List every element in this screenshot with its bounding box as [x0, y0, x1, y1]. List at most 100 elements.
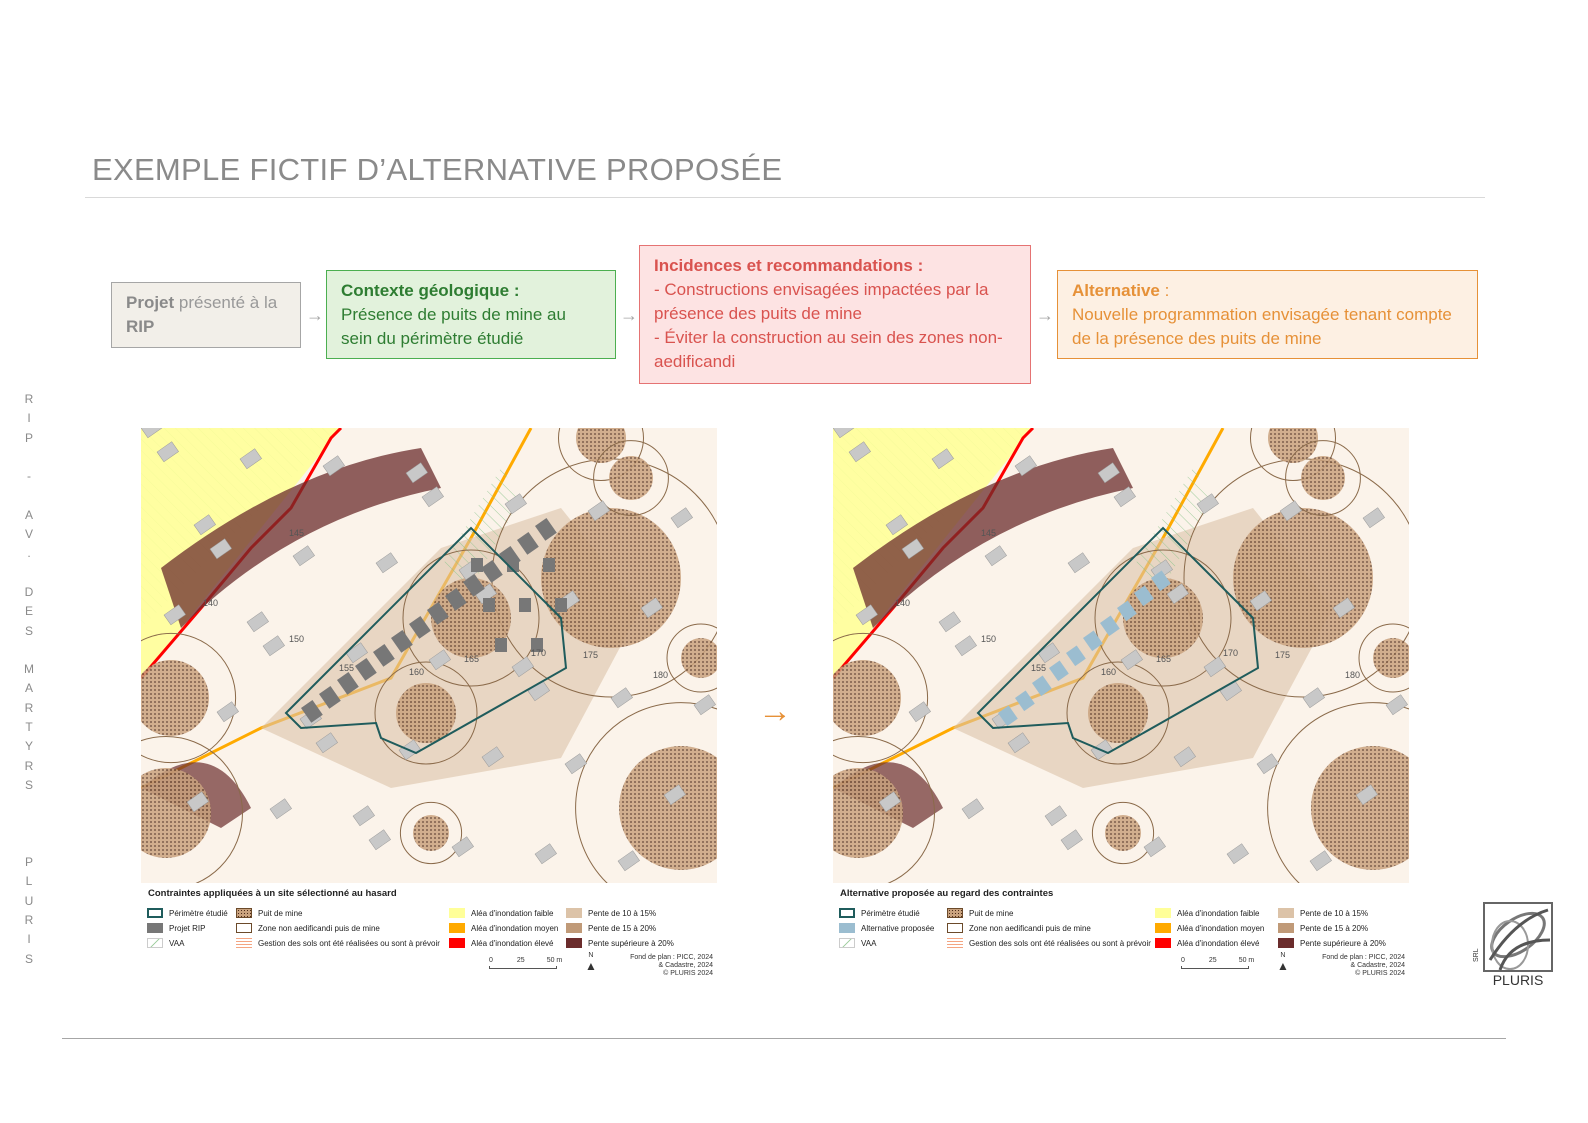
building — [421, 486, 444, 508]
non-aedificandi-zone — [1094, 549, 1232, 687]
non-aedificandi-zone — [399, 801, 463, 865]
legend-title: Contraintes appliquées à un site sélecti… — [148, 888, 397, 899]
contour-label: 155 — [1031, 663, 1046, 673]
building — [693, 694, 716, 716]
legend-item: Aléa d'inondation faible — [449, 908, 553, 918]
building — [262, 635, 285, 657]
project-building — [337, 671, 359, 695]
legend-title: Alternative proposée au regard des contr… — [840, 888, 1054, 899]
building — [901, 538, 924, 560]
project-building — [531, 638, 543, 652]
project-building — [355, 657, 377, 681]
project-building — [391, 629, 413, 653]
mine-shaft — [681, 638, 717, 678]
project-building — [471, 558, 483, 572]
sidebar-vertical-text: R I P - A V . D E S M A R T Y R S P L U … — [24, 392, 34, 966]
legend-swatch — [1155, 938, 1171, 948]
legend-item: Aléa d'inondation moyen — [449, 923, 558, 933]
north-arrow-icon: N▲ — [585, 952, 597, 973]
mine-shaft — [1301, 456, 1345, 500]
legend-swatch — [449, 923, 465, 933]
project-building — [507, 558, 519, 572]
contour-label: 175 — [583, 650, 598, 660]
project-building — [495, 638, 507, 652]
legend-label: Périmètre étudié — [169, 908, 228, 918]
project-building — [517, 531, 539, 555]
building — [954, 635, 977, 657]
map-credit: Fond de plan : PICC, 2024& Cadastre, 202… — [630, 954, 713, 977]
legend-label: Périmètre étudié — [861, 908, 920, 918]
building — [1226, 843, 1249, 865]
building — [481, 746, 504, 768]
contour-label: 150 — [289, 634, 304, 644]
building — [209, 538, 232, 560]
legend-swatch — [236, 938, 252, 948]
legend-swatch — [1278, 938, 1294, 948]
alternative-building — [997, 705, 1018, 727]
non-aedificandi-zone — [593, 440, 669, 516]
building — [405, 462, 428, 484]
perimeter-outline — [284, 526, 568, 755]
building — [1332, 597, 1355, 619]
building — [1302, 687, 1325, 709]
building — [1173, 746, 1196, 768]
mine-shaft — [396, 683, 456, 743]
legend-item: Puit de mine — [236, 908, 302, 918]
legend-item: Périmètre étudié — [839, 908, 920, 918]
legend-item: Pente supérieure à 20% — [1278, 938, 1386, 948]
legend-swatch — [1155, 908, 1171, 918]
building — [587, 500, 610, 522]
legend-swatch — [947, 938, 963, 948]
building — [1007, 732, 1030, 754]
mine-shaft — [619, 746, 717, 870]
non-aedificandi-zone — [1285, 440, 1361, 516]
legend-item: Gestion des sols ont été réalisées ou so… — [947, 938, 1151, 948]
alternative-building — [1049, 660, 1069, 682]
legend-swatch — [566, 923, 582, 933]
legend-item: VAA — [839, 938, 876, 948]
svg-text:SRL: SRL — [1473, 948, 1480, 962]
non-aedificandi-zone — [1358, 623, 1409, 693]
building — [1203, 656, 1226, 678]
legend-label: Pente de 15 à 20% — [588, 923, 657, 933]
building — [961, 798, 984, 820]
mine-shaft — [1311, 746, 1409, 870]
non-aedificandi-zone — [833, 632, 929, 764]
legend-label: VAA — [861, 938, 877, 948]
building — [368, 829, 391, 851]
legend-swatch — [147, 908, 163, 918]
legend-label: Pente supérieure à 20% — [588, 938, 674, 948]
contour-label: 180 — [1345, 670, 1360, 680]
legend-item: Alternative proposée — [839, 923, 934, 933]
legend-label: Gestion des sols ont été réalisées ou so… — [969, 938, 1151, 948]
legend-label: Pente de 10 à 15% — [588, 908, 657, 918]
contour-label: 165 — [1156, 654, 1171, 664]
project-building — [409, 615, 431, 639]
perimeter-outline — [976, 526, 1260, 755]
building — [878, 791, 901, 813]
non-aedificandi-zone — [1267, 702, 1409, 883]
legend-swatch — [839, 938, 855, 948]
building — [534, 843, 557, 865]
legend-label: Aléa d'inondation élevé — [1177, 938, 1260, 948]
legend-swatch — [147, 938, 163, 948]
building — [1044, 805, 1067, 827]
building — [511, 656, 534, 678]
mine-shaft — [576, 428, 626, 463]
legend-swatch — [449, 908, 465, 918]
building — [640, 597, 663, 619]
legend-item: Projet RIP — [147, 923, 205, 933]
legend-item: Aléa d'inondation faible — [1155, 908, 1259, 918]
legend-label: Aléa d'inondation élevé — [471, 938, 554, 948]
alternative-building — [1134, 585, 1154, 607]
building — [239, 448, 262, 470]
non-aedificandi-zone — [1091, 801, 1155, 865]
legend-item: Périmètre étudié — [147, 908, 228, 918]
legend-item: Pente supérieure à 20% — [566, 938, 674, 948]
building — [1060, 829, 1083, 851]
divider — [62, 1038, 1506, 1039]
building — [322, 455, 345, 477]
alternative-building — [1015, 690, 1035, 712]
project-building — [483, 598, 495, 612]
